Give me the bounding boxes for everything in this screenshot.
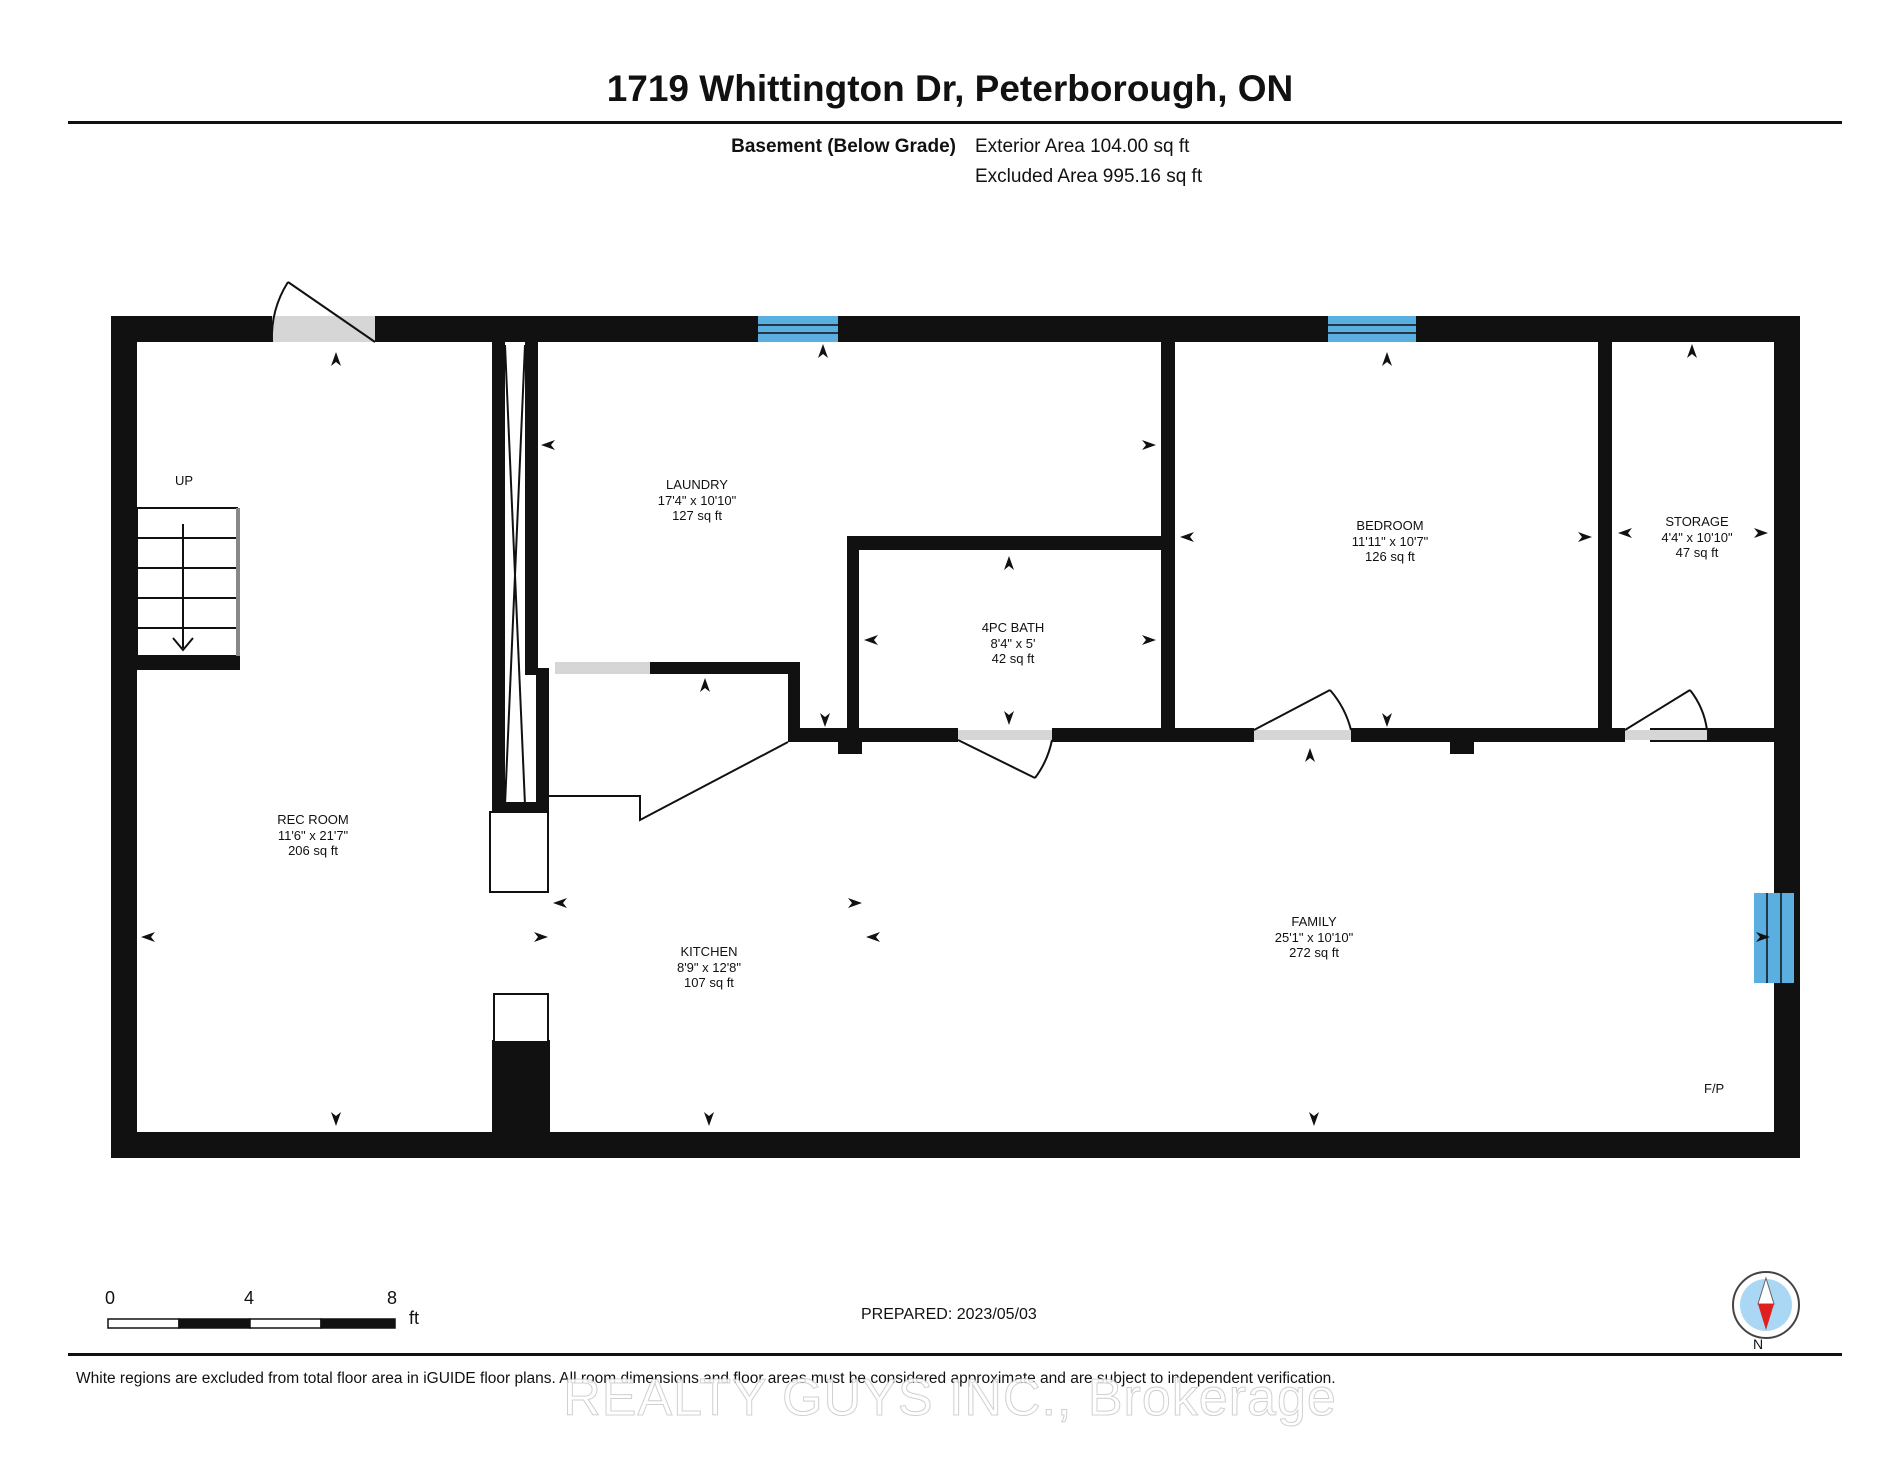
interior-walls [137,340,1785,1134]
room-area: 107 sq ft [684,975,734,990]
room-bath: 4PC BATH 8'4" x 5' 42 sq ft [982,620,1045,667]
fireplace-label: F/P [1704,1081,1725,1096]
disclaimer: White regions are excluded from total fl… [76,1370,1336,1387]
scale-tick-8: 8 [387,1288,398,1308]
stairs [136,507,240,657]
room-dims: 8'4" x 5' [990,635,1036,651]
page-title: 1719 Whittington Dr, Peterborough, ON [606,68,1294,109]
room-name: BEDROOM [1356,518,1424,533]
room-dims: 11'11" x 10'7" [1351,533,1429,549]
scale-tick-0: 0 [105,1288,116,1308]
prepared-date: PREPARED: 2023/05/03 [861,1306,1037,1323]
window-laundry [758,316,838,342]
header-divider [68,121,1842,124]
door-laundry [555,662,650,674]
room-area: 47 sq ft [1675,545,1719,560]
exterior-area: Exterior Area 104.00 sq ft [975,136,1190,157]
exterior-walls [111,316,1800,1158]
kitchen-partitions [489,344,789,1128]
excluded-area: Excluded Area 995.16 sq ft [975,166,1203,187]
room-area: 126 sq ft [1365,549,1415,564]
room-rec-room: REC ROOM 11'6" x 21'7" 206 sq ft [277,812,349,859]
room-name: 4PC BATH [981,620,1045,635]
windows [758,316,1794,983]
room-name: REC ROOM [277,812,349,827]
watermark: REALTY GUYS INC., Brokerage [563,1369,1337,1428]
door-bath [958,730,1052,740]
room-family: FAMILY 25'1" x 10'10" 272 sq ft [1275,914,1354,961]
room-kitchen: KITCHEN 8'9" x 12'8" 107 sq ft [677,944,741,991]
room-name: STORAGE [1665,514,1729,529]
room-area: 206 sq ft [288,843,338,858]
compass-north-label: N [1753,1336,1764,1352]
room-area: 272 sq ft [1289,945,1339,960]
doors [270,281,1708,779]
window-bedroom [1328,316,1416,342]
room-dims: 4'4" x 10'10" [1661,529,1733,545]
scale-unit: ft [409,1308,420,1328]
room-dims: 8'9" x 12'8" [676,959,742,975]
compass-icon [1732,1271,1800,1339]
room-storage: STORAGE 4'4" x 10'10" 47 sq ft [1661,514,1732,561]
room-bedroom: BEDROOM 11'11" x 10'7" 126 sq ft [1352,518,1429,565]
room-laundry: LAUNDRY 17'4" x 10'10" 127 sq ft [658,477,737,524]
room-dims: 11'6" x 21'7" [277,827,349,843]
scale-bar [107,1318,396,1329]
footer-divider [68,1353,1842,1356]
room-name: FAMILY [1291,914,1337,929]
door-bedroom [1254,730,1351,740]
door-storage [1625,730,1707,740]
floor-name: Basement (Below Grade) [731,136,956,157]
room-dims: 25'1" x 10'10" [1274,929,1354,945]
room-area: 42 sq ft [991,651,1035,666]
room-area: 127 sq ft [672,508,722,523]
room-name: KITCHEN [680,944,738,959]
door-rec-entry [272,316,375,342]
stairs-up-label: UP [175,473,194,488]
dimension-arrows [141,344,1770,1126]
room-name: LAUNDRY [666,477,728,492]
room-dims: 17'4" x 10'10" [657,492,737,508]
scale-tick-4: 4 [244,1288,255,1308]
